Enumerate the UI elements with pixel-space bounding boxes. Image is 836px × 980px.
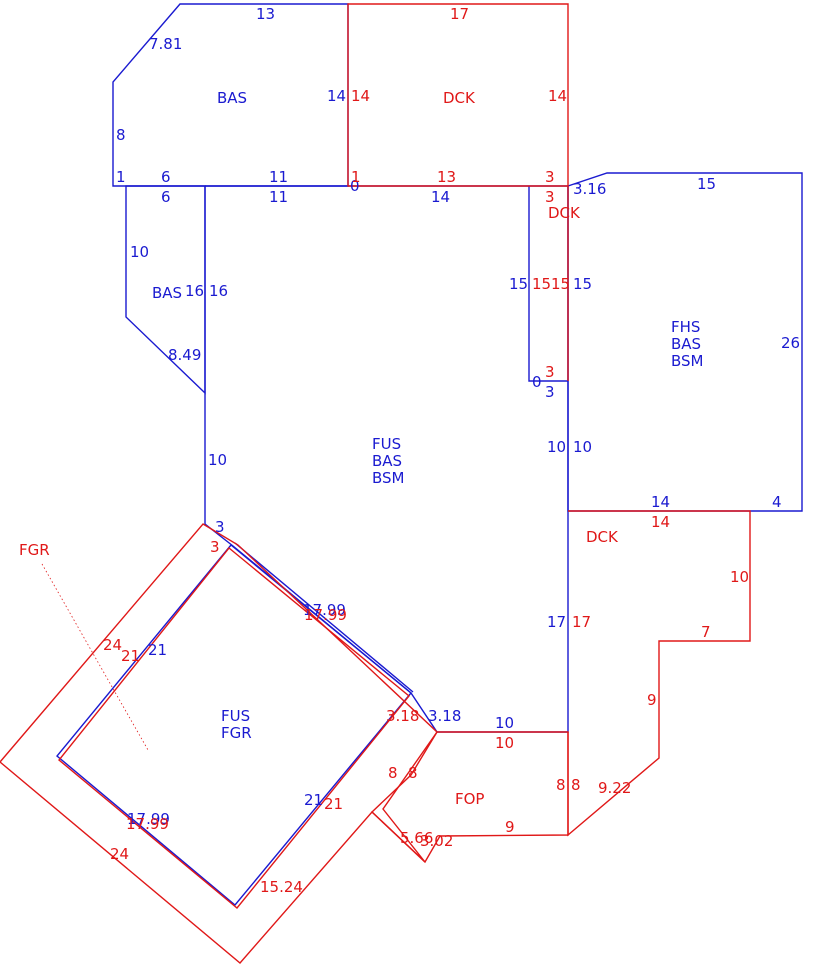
dim-label: 8	[556, 776, 566, 794]
dim-label: 7.81	[149, 35, 182, 53]
dim-label: 8	[408, 764, 418, 782]
dim-label: 17.99	[304, 606, 347, 624]
dim-label: 11	[269, 168, 288, 186]
dim-label: 14	[548, 87, 567, 105]
dim-label: 17	[450, 5, 469, 23]
dim-label: 26	[781, 334, 800, 352]
area-label-bas-left: BAS	[152, 284, 182, 302]
dim-label: 6	[161, 168, 171, 186]
dim-label: 8.49	[168, 346, 201, 364]
dim-label: 10	[495, 734, 514, 752]
area-label-fgr: FGR	[19, 541, 50, 559]
dim-label: 0	[350, 177, 360, 195]
area-label-fhs-3: BSM	[671, 352, 704, 370]
dim-label: 1	[116, 168, 126, 186]
dim-label: 15	[532, 275, 551, 293]
dim-label: 13	[256, 5, 275, 23]
dim-label: 3.02	[420, 832, 453, 850]
dim-label: 8	[571, 776, 581, 794]
dim-label: 3	[215, 518, 225, 536]
dim-label: 1	[351, 168, 361, 186]
area-label-fop: FOP	[455, 790, 484, 808]
dim-label: 11	[269, 188, 288, 206]
dim-label: 8	[388, 764, 398, 782]
dim-label: 7	[701, 623, 711, 641]
dim-label: 3.18	[386, 707, 419, 725]
area-label-fus-fgr-2: FGR	[221, 724, 252, 742]
fgr-outer-outline	[0, 523, 438, 964]
dim-label: 10	[495, 714, 514, 732]
dim-label: 3	[545, 383, 555, 401]
dim-label: 10	[547, 438, 566, 456]
dim-label: 3.16	[573, 180, 606, 198]
dim-label: 9	[647, 691, 657, 709]
dim-label: 17	[547, 613, 566, 631]
dim-label: 15.24	[260, 878, 303, 896]
fgr-inner-red-outline	[58, 547, 410, 909]
dim-label: 3	[545, 188, 555, 206]
dim-label: 24	[110, 845, 129, 863]
dim-label: 24	[103, 636, 122, 654]
dim-label: 10	[130, 243, 149, 261]
dim-label: 21	[121, 647, 140, 665]
fgr-top-edge	[234, 542, 414, 693]
dim-label: 17	[572, 613, 591, 631]
dim-label: 3.18	[428, 707, 461, 725]
dim-label: 3	[210, 538, 220, 556]
dim-label: 14	[431, 188, 450, 206]
dim-label: 16	[209, 282, 228, 300]
fop-outline	[370, 731, 569, 864]
dim-label: 6	[161, 188, 171, 206]
dim-label: 14	[651, 493, 670, 511]
dim-label: 17.99	[303, 601, 346, 619]
dim-label: 13	[437, 168, 456, 186]
area-label-fus-1: FUS	[372, 435, 401, 453]
dim-label: 17.99	[127, 810, 170, 828]
area-label-fhs-1: FHS	[671, 318, 700, 336]
area-label-dck-small: DCK	[548, 204, 581, 222]
dck-right-outline	[567, 510, 751, 837]
dim-label: 15	[697, 175, 716, 193]
dim-label: 5.66	[400, 829, 433, 847]
fus-fgr-outline	[56, 544, 412, 906]
dim-label: 21	[148, 641, 167, 659]
dim-label: 17.99	[126, 815, 169, 833]
dim-label: 3	[545, 168, 555, 186]
column-outline	[528, 186, 568, 382]
dim-label: 10	[573, 438, 592, 456]
dim-label: 4	[772, 493, 782, 511]
dim-label: 10	[208, 451, 227, 469]
dim-label: 14	[351, 87, 370, 105]
dim-label: 15	[509, 275, 528, 293]
dim-label: 21	[324, 795, 343, 813]
area-label-dck-top: DCK	[443, 89, 476, 107]
dim-label: 16	[185, 282, 204, 300]
dim-label: 14	[651, 513, 670, 531]
dim-label: 8	[116, 126, 126, 144]
dim-label: 21	[304, 791, 323, 809]
dim-label: 0	[532, 373, 542, 391]
dim-label: 15	[573, 275, 592, 293]
area-label-bas-top: BAS	[217, 89, 247, 107]
area-label-fus-fgr-1: FUS	[221, 707, 250, 725]
area-label-fus-3: BSM	[372, 469, 405, 487]
area-label-fus-2: BAS	[372, 452, 402, 470]
dim-label: 9.22	[598, 779, 631, 797]
dim-label: 15	[551, 275, 570, 293]
dim-label: 9	[505, 818, 515, 836]
area-label-fhs-2: BAS	[671, 335, 701, 353]
dim-label: 14	[327, 87, 346, 105]
area-label-dck-right: DCK	[586, 528, 619, 546]
dim-label: 3	[545, 363, 555, 381]
dim-label: 10	[730, 568, 749, 586]
fhs-outline	[567, 172, 803, 512]
